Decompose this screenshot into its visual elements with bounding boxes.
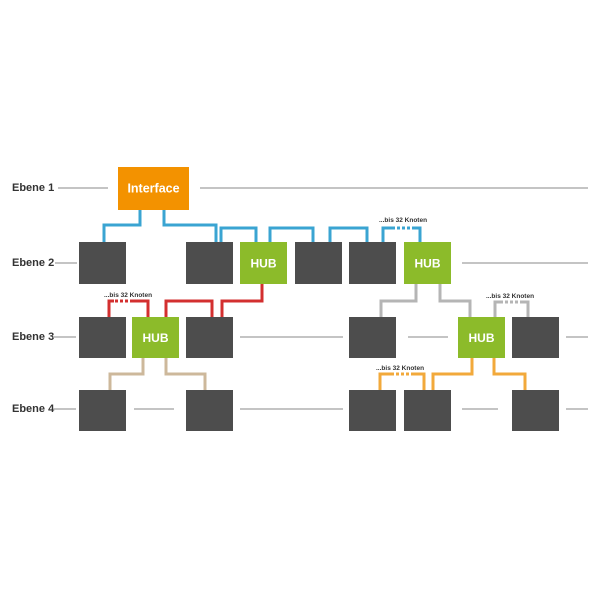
bus-wire [219,226,258,242]
bus-wire [328,226,369,242]
node [512,390,559,431]
bus-wire [164,299,214,317]
node [79,242,126,284]
node-limit-note: ...bis 32 Knoten [486,293,534,300]
bus-wire [492,358,527,390]
interface-box: Interface [118,167,189,210]
node [295,242,342,284]
level-label-2: Ebene 2 [12,257,54,269]
node [512,317,559,358]
bus-wire [220,284,264,317]
interface-label: Interface [127,182,179,196]
bus-wire [108,358,145,390]
bus-wire [268,226,315,242]
bus-wire [378,372,392,390]
bus-wire [164,358,207,390]
bus-lines-level-2 [102,210,422,242]
level-label-1: Ebene 1 [12,182,54,194]
bus-wire [162,210,218,242]
node-limit-note: ...bis 32 Knoten [376,365,424,372]
bus-wire [431,358,474,390]
node-limit-note: ...bis 32 Knoten [104,292,152,299]
hub-level-3-left: HUB [132,317,179,358]
node [186,390,233,431]
node-limit-note: ...bis 32 Knoten [379,217,427,224]
bus-wire [493,300,500,317]
level-label-3: Ebene 3 [12,331,54,343]
node [186,242,233,284]
bus-wire [379,284,418,317]
level-2-nodes [79,242,396,284]
node [79,390,126,431]
node [404,390,451,431]
node [349,317,396,358]
hub-label: HUB [143,331,169,345]
hub-level-2-left: HUB [240,242,287,284]
bus-lines-level-3-right [379,284,530,317]
node [349,390,396,431]
hub-label: HUB [469,331,495,345]
bus-wire [133,299,150,317]
bus-wire [523,300,530,317]
bus-wire [414,372,426,390]
bus-lines-level-4-left [108,358,207,390]
bus-wire [414,226,422,242]
level-4-nodes [79,390,559,431]
level-label-4: Ebene 4 [12,403,55,415]
bus-wire [107,299,114,317]
hub-label: HUB [251,257,277,271]
level-lines [53,187,588,410]
bus-wire [438,284,472,317]
node [79,317,126,358]
bus-lines-level-4-right [378,358,527,390]
hub-level-3-right: HUB [458,317,505,358]
node [186,317,233,358]
bus-wire [102,210,142,242]
bus-lines-level-3-left [107,284,264,317]
hub-level-2-right: HUB [404,242,451,284]
node [349,242,396,284]
level-3-nodes [79,317,559,358]
bus-wire [381,226,392,242]
hub-label: HUB [415,257,441,271]
